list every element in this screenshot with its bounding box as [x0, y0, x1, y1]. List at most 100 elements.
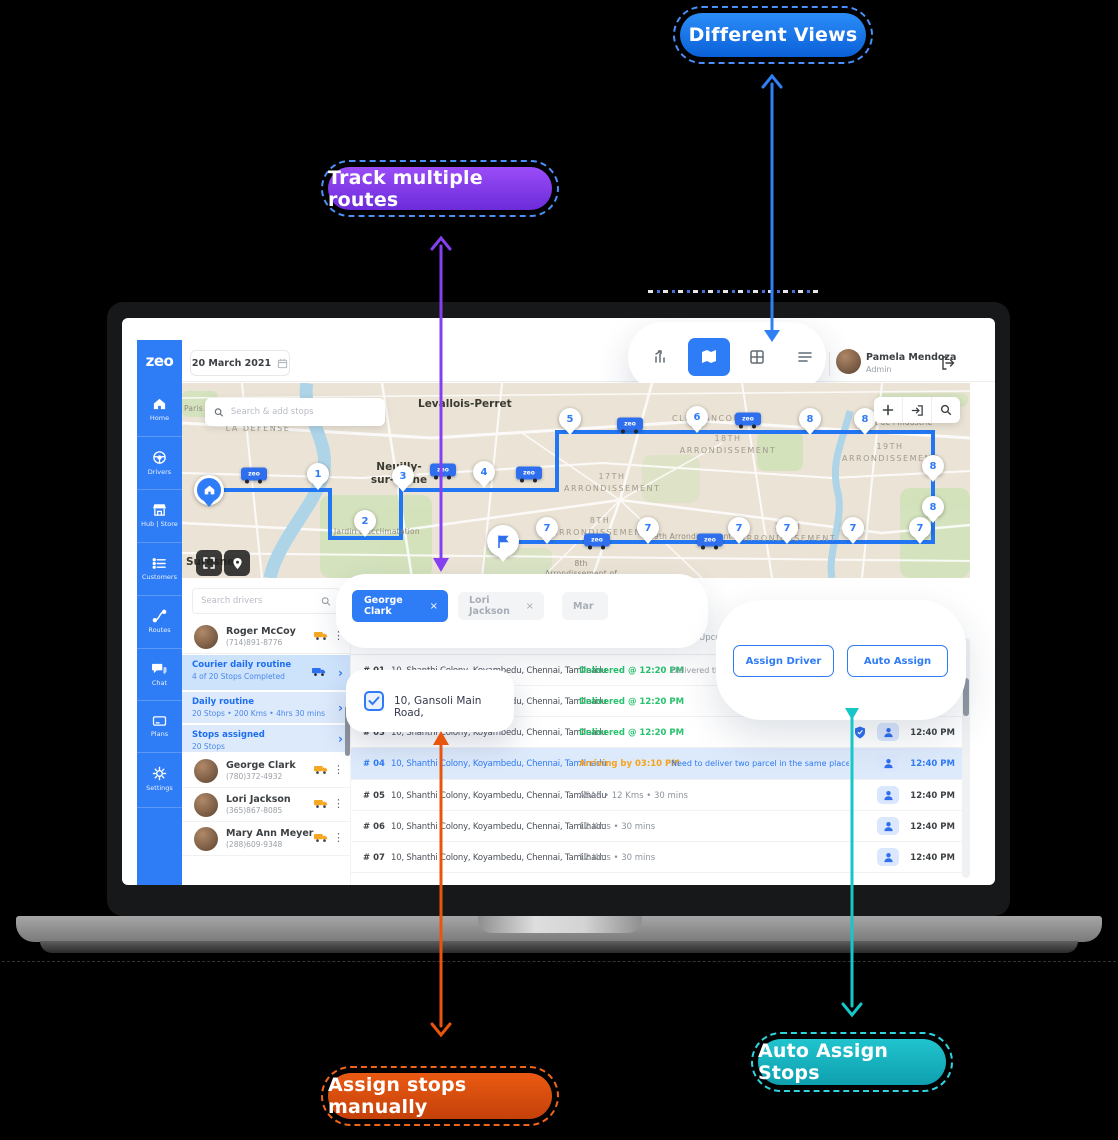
person-icon[interactable]: [877, 754, 899, 772]
truck-marker[interactable]: zeo: [735, 412, 761, 429]
plus-icon: [882, 404, 894, 416]
import-icon: [911, 404, 923, 416]
stops-scrollbar-track: [962, 638, 970, 878]
map-stop-marker[interactable]: 1: [307, 463, 329, 485]
map-stop-marker[interactable]: 8: [799, 408, 821, 430]
sidebar-item-chat[interactable]: Chat: [137, 648, 182, 700]
drivers-scrollbar[interactable]: [345, 706, 350, 756]
stop-row[interactable]: # 03 10, Shanthi Colony, Koyambedu, Chen…: [351, 717, 962, 748]
map-stop-marker[interactable]: 3: [392, 465, 414, 487]
app-screen: zeo 20 March 2021 Pamela Mendoza Admin: [122, 318, 995, 885]
kebab-menu-icon[interactable]: ⋮: [333, 831, 344, 844]
driver-row[interactable]: Roger McCoy (714)891-8776 ⋮: [182, 620, 350, 654]
map-stop-marker[interactable]: 7: [637, 517, 659, 539]
sidebar-item-plans[interactable]: Plans: [137, 700, 182, 752]
date-label: 20 March 2021: [191, 357, 272, 369]
map-stop-marker[interactable]: 7: [909, 517, 931, 539]
driver-avatar: [194, 793, 218, 817]
home-marker[interactable]: [194, 475, 224, 505]
map[interactable]: Levallois-Perret LA DÉFENSE Neuilly-sur-…: [182, 383, 970, 578]
stop-row[interactable]: # 05 10, Shanthi Colony, Koyambedu, Chen…: [351, 780, 962, 811]
map-search-button[interactable]: [932, 397, 960, 423]
stop-row-selected[interactable]: # 04 10, Shanthi Colony, Koyambedu, Chen…: [351, 748, 962, 780]
map-stop-marker[interactable]: 7: [728, 517, 750, 539]
stop-row[interactable]: # 06 10, Shanthi Colony, Koyambedu, Chen…: [351, 811, 962, 842]
auto-assign-button[interactable]: Auto Assign: [847, 645, 948, 677]
fullscreen-button[interactable]: [196, 550, 222, 576]
tab-george-clark[interactable]: George Clark ×: [352, 590, 448, 622]
shield-icon[interactable]: [849, 723, 871, 741]
sidebar-item-routes[interactable]: Routes: [137, 595, 182, 647]
truck-marker[interactable]: zeo: [241, 467, 267, 484]
map-stop-marker[interactable]: 7: [536, 517, 558, 539]
analytics-view-button[interactable]: [640, 338, 682, 376]
tab-mary-ann-meyer[interactable]: Mar: [562, 592, 608, 620]
locate-button[interactable]: [224, 550, 250, 576]
stops-scrollbar[interactable]: [963, 678, 969, 716]
person-icon[interactable]: [877, 723, 899, 741]
driver-search-input[interactable]: [201, 596, 321, 606]
route-item[interactable]: Stops assigned 20 Stops ›: [182, 725, 350, 752]
stops-header: Upco: [699, 633, 721, 643]
stop-status: Delivered @ 12:20 PM: [579, 666, 685, 676]
user-avatar[interactable]: [836, 349, 861, 374]
driver-row[interactable]: Mary Ann Meyer (288)609-9348 ⋮: [182, 822, 350, 856]
kebab-menu-icon[interactable]: ⋮: [333, 629, 344, 642]
add-stop-button[interactable]: [874, 397, 903, 423]
driver-avatar: [194, 827, 218, 851]
assign-driver-button[interactable]: Assign Driver: [733, 645, 834, 677]
sidebar: Home Drivers Hub | Store Customers Route…: [137, 381, 182, 885]
sidebar-item-customers[interactable]: Customers: [137, 542, 182, 594]
stop-time: 12:40 PM: [910, 728, 955, 738]
sidebar-item-hub-store[interactable]: Hub | Store: [137, 489, 182, 541]
map-stop-marker[interactable]: 8: [922, 496, 944, 518]
tab-lori-jackson[interactable]: Lori Jackson ×: [458, 592, 544, 620]
logout-icon[interactable]: [940, 355, 956, 371]
map-stop-marker[interactable]: 7: [842, 517, 864, 539]
map-stop-marker[interactable]: 2: [354, 510, 376, 532]
map-search-input[interactable]: [230, 407, 376, 417]
zeo-logo[interactable]: zeo: [137, 340, 182, 381]
truck-marker[interactable]: zeo: [697, 533, 723, 550]
stop-number: # 05: [363, 791, 385, 801]
finish-flag-marker[interactable]: [487, 525, 519, 557]
map-stop-marker[interactable]: 6: [686, 406, 708, 428]
kebab-menu-icon[interactable]: ⋮: [333, 797, 344, 810]
table-view-button[interactable]: [736, 338, 778, 376]
close-icon[interactable]: ×: [525, 600, 534, 612]
truck-icon: [312, 666, 326, 677]
import-stops-button[interactable]: [903, 397, 932, 423]
header-divider: [829, 352, 830, 376]
kebab-menu-icon[interactable]: ⋮: [333, 763, 344, 776]
sidebar-item-drivers[interactable]: Drivers: [137, 436, 182, 488]
sidebar-item-settings[interactable]: Settings: [137, 752, 182, 804]
truck-marker[interactable]: zeo: [516, 466, 542, 483]
truck-marker[interactable]: zeo: [617, 417, 643, 434]
stop-time: 12:40 PM: [910, 822, 955, 832]
map-stop-marker[interactable]: 8: [922, 455, 944, 477]
driver-row[interactable]: Lori Jackson (365)867-8085 ⋮: [182, 788, 350, 822]
map-stop-marker[interactable]: 5: [559, 408, 581, 430]
map-view-button[interactable]: [688, 338, 730, 376]
truck-marker[interactable]: zeo: [430, 463, 456, 480]
person-icon[interactable]: [877, 848, 899, 866]
truck-marker[interactable]: zeo: [584, 533, 610, 550]
person-icon[interactable]: [877, 817, 899, 835]
close-icon[interactable]: ×: [429, 600, 438, 612]
location-pin-icon: [232, 557, 242, 569]
route-item[interactable]: Daily routine 20 Stops • 200 Kms • 4hrs …: [182, 692, 350, 723]
person-icon[interactable]: [877, 786, 899, 804]
list-view-button[interactable]: [784, 338, 826, 376]
date-picker[interactable]: 20 March 2021: [190, 350, 290, 376]
route-item-active[interactable]: Courier daily routine 4 of 20 Stops Comp…: [182, 655, 350, 690]
sidebar-item-home[interactable]: Home: [137, 383, 182, 435]
stop-select-label: 10, Gansoli Main Road,: [394, 695, 482, 719]
calendar-icon: [277, 358, 288, 369]
driver-row[interactable]: George Clark (780)372-4932 ⋮: [182, 754, 350, 788]
map-stop-marker[interactable]: 8: [854, 408, 876, 430]
stop-row[interactable]: # 07 10, Shanthi Colony, Koyambedu, Chen…: [351, 842, 962, 873]
checkbox-checked[interactable]: [364, 691, 384, 711]
map-stop-marker[interactable]: 4: [473, 461, 495, 483]
map-stop-marker[interactable]: 7: [776, 517, 798, 539]
stop-note: Need to deliver two parcel in the same p…: [671, 759, 849, 768]
